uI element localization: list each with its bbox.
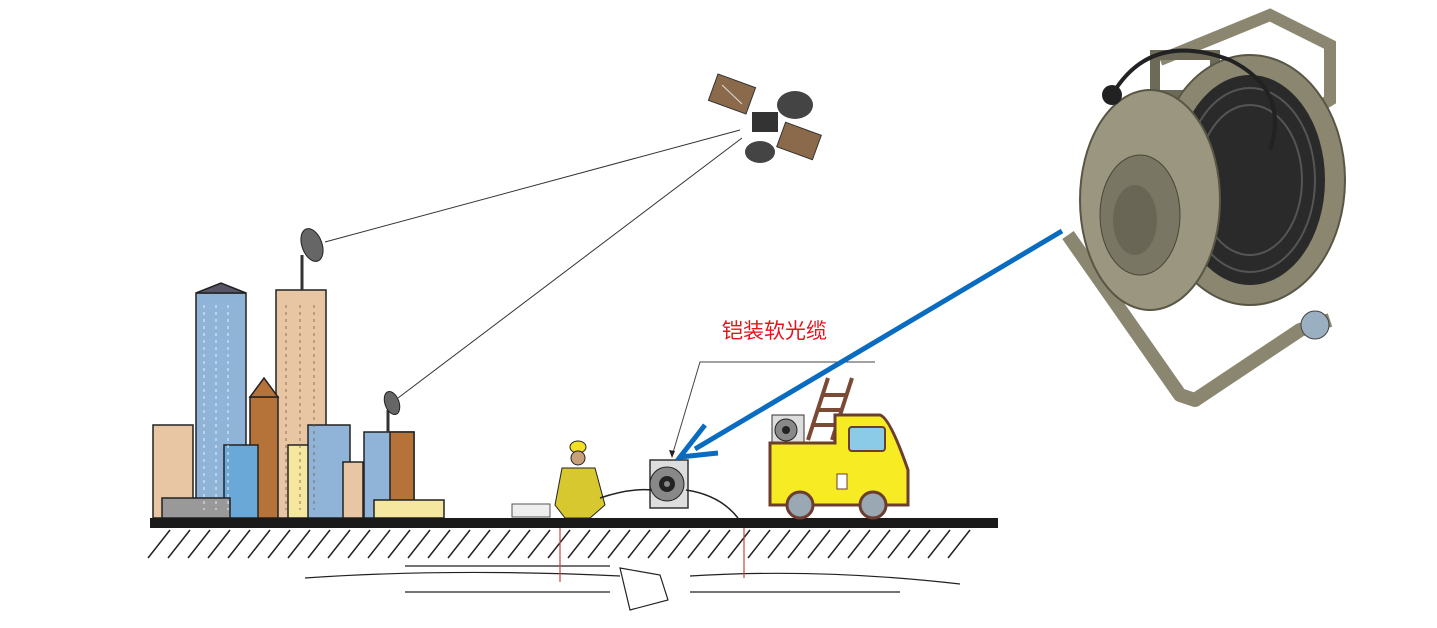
worker-icon — [511, 440, 606, 519]
ground-hatch-line — [587, 529, 611, 559]
ground-hatch-line — [607, 529, 631, 559]
ground-hatch-line — [367, 529, 391, 559]
arrow-icon — [674, 228, 1064, 461]
ground-hatch-line — [747, 529, 771, 559]
truck-icon — [768, 377, 910, 520]
ground-hatch-line — [867, 529, 891, 559]
ground-hatch-line — [387, 529, 411, 559]
ground-hatch-line — [407, 529, 431, 559]
ground-hatch-line — [527, 529, 551, 559]
ground-hatch-line — [207, 529, 231, 559]
ground-hatch-line — [827, 529, 851, 559]
ground-hatch-line — [907, 529, 931, 559]
cable-reel-icon — [599, 459, 739, 519]
cable-reel-photo — [1062, 8, 1346, 407]
ground-hatch-line — [447, 529, 471, 559]
ground-hatch-line — [627, 529, 651, 559]
ground-hatch-line — [787, 529, 811, 559]
ground-hatch-line — [847, 529, 871, 559]
ground-hatch-line — [767, 529, 791, 559]
ground-hatch-line — [247, 529, 271, 559]
ground-hatch-line — [267, 529, 291, 559]
ground-hatch-line — [507, 529, 531, 559]
ground-hatch-line — [307, 529, 331, 559]
cable-label: 铠装软光缆 — [722, 319, 827, 343]
city-buildings-icon — [152, 282, 445, 519]
satellite-dish-icon — [300, 228, 324, 290]
ground-hatch-line — [167, 529, 191, 559]
ground-hatch-line — [687, 529, 711, 559]
ground-hatch-line — [927, 529, 951, 559]
ground-hatch-line — [227, 529, 251, 559]
ground-hatch-line — [567, 529, 591, 559]
satellite-dish-icon — [383, 390, 401, 432]
ground-hatch-line — [887, 529, 911, 559]
ground-hatch-line — [727, 529, 751, 559]
ground-hatch-line — [427, 529, 451, 559]
ground-hatch-line — [707, 529, 731, 559]
ground-hatch-line — [187, 529, 211, 559]
satellite-links — [324, 129, 743, 399]
ground-hatch-line — [347, 529, 371, 559]
ground-hatch-line — [287, 529, 311, 559]
ground-hatch-line — [147, 529, 171, 559]
ground-hatch-line — [647, 529, 671, 559]
ground-hatch-line — [467, 529, 491, 559]
satellite-icon — [707, 73, 822, 163]
ground-hatch-line — [947, 529, 971, 559]
ground-hatch-line — [487, 529, 511, 559]
ground-hatch-line — [667, 529, 691, 559]
label-leader-line — [671, 361, 875, 457]
ground-hatch-line — [547, 529, 571, 559]
ground — [147, 518, 998, 611]
ground-hatch-line — [807, 529, 831, 559]
ground-hatch-line — [327, 529, 351, 559]
